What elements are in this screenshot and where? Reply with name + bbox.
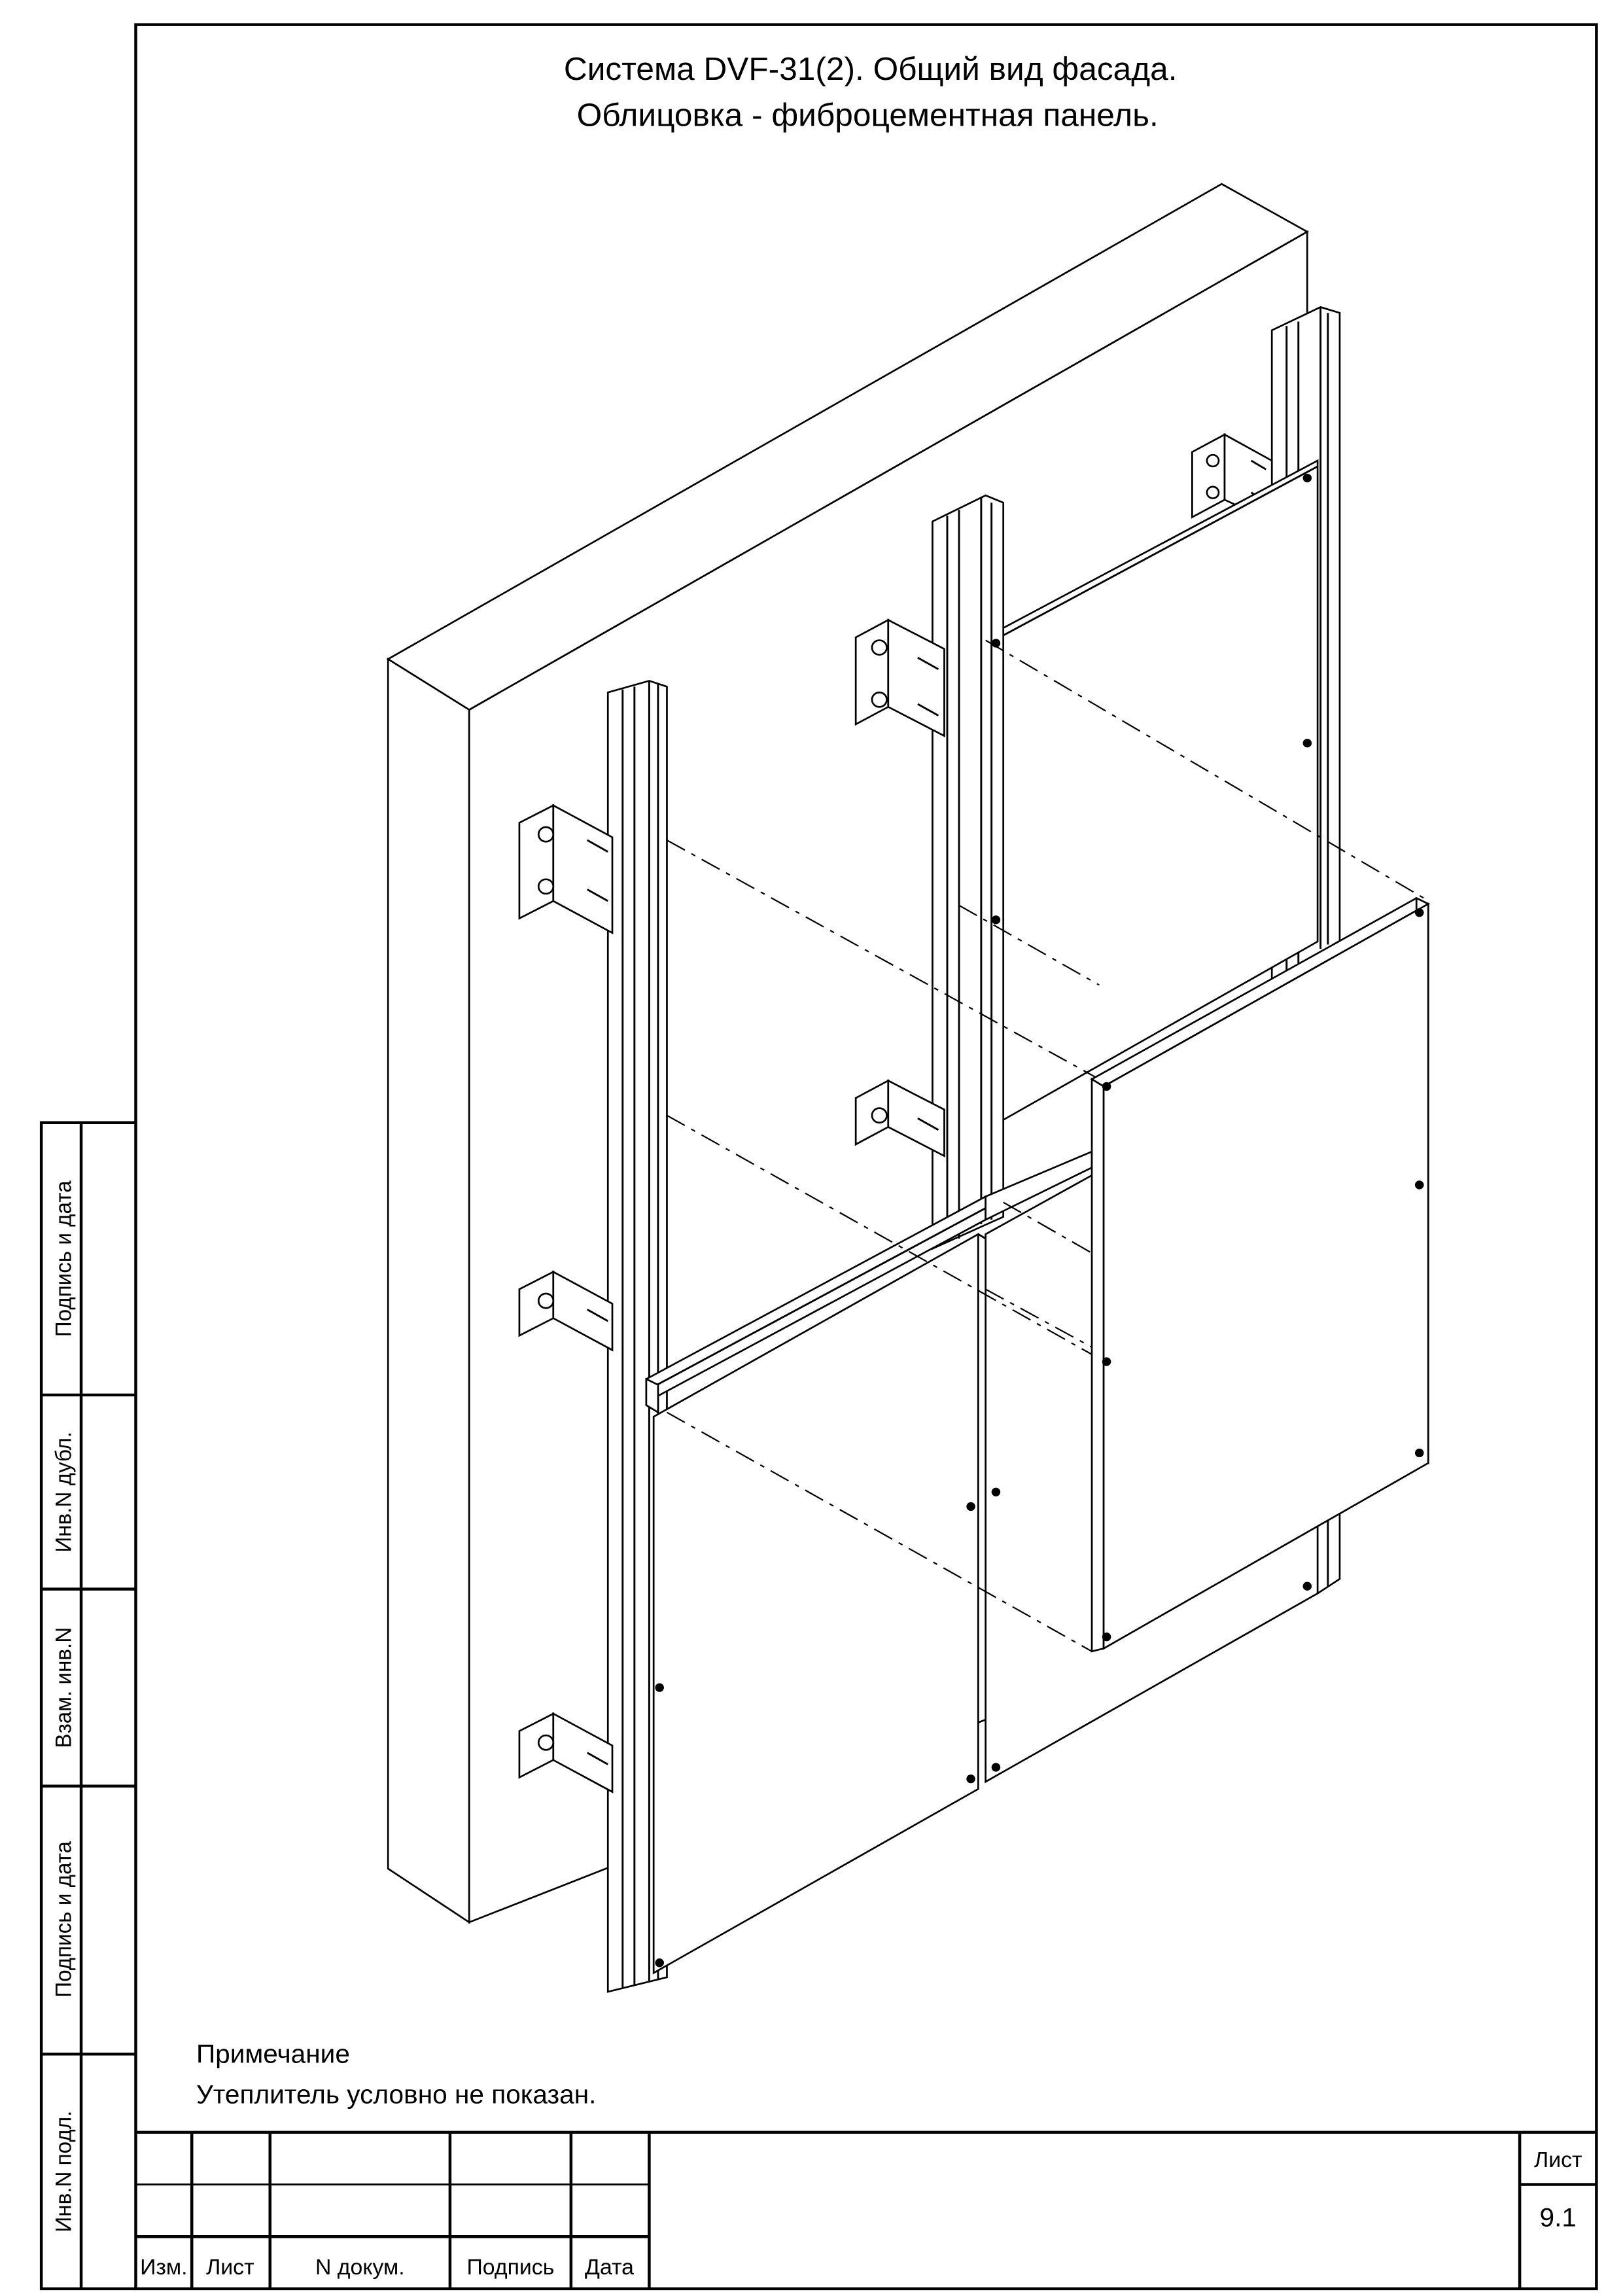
panel-front-floating [1090,896,1431,1653]
stamp-dup-inventory: Инв.N дубл. [52,1432,76,1553]
bracket-middle-bottom [854,1079,945,1157]
vertical-rail-middle [932,494,1005,1250]
bracket-middle-top [854,618,945,737]
stamp-signature-date-1: Подпись и дата [52,1180,76,1337]
horizontal-profile [645,1150,1093,1414]
note-text: Утеплитель условно не показан. [196,2080,596,2110]
bracket-left-3 [518,1712,614,1793]
title-block: Изм. Лист N докум. Подпись Дата Лист 9.1 [135,2130,1597,2289]
col-header-date: Дата [585,2255,634,2280]
drawing-title: Система DVF-31(2). Общий вид фасада. [564,51,1178,86]
facade-isometric-view [386,183,1431,1993]
side-stamp-strip: Подпись и дата Инв.N дубл. Взам. инв.N П… [39,1121,136,2291]
col-header-sheet: Лист [206,2255,254,2280]
drawing-subtitle: Облицовка - фиброцементная панель. [577,97,1159,133]
sheet-number: 9.1 [1540,2203,1577,2233]
vertical-rail-left [606,680,668,1993]
bracket-left-1 [518,804,614,934]
projection-lines [666,639,1425,1652]
note-heading: Примечание [196,2040,350,2069]
col-header-doc-number: N докум. [315,2255,405,2280]
panel-lower-left [652,1232,979,1975]
wall-side-face [387,657,470,1924]
bracket-left-2 [518,1270,614,1352]
col-header-signature: Подпись [466,2255,554,2280]
stamp-replaced-inventory: Взам. инв.N [52,1627,76,1748]
col-header-change: Изм. [140,2255,187,2280]
sheet-label: Лист [1534,2148,1582,2172]
stamp-signature-date-2: Подпись и дата [52,1841,76,1998]
panel-fasteners [655,473,1424,1968]
stamp-original-inventory: Инв.N подл. [52,2111,76,2233]
sheet-frame [134,23,1598,2291]
